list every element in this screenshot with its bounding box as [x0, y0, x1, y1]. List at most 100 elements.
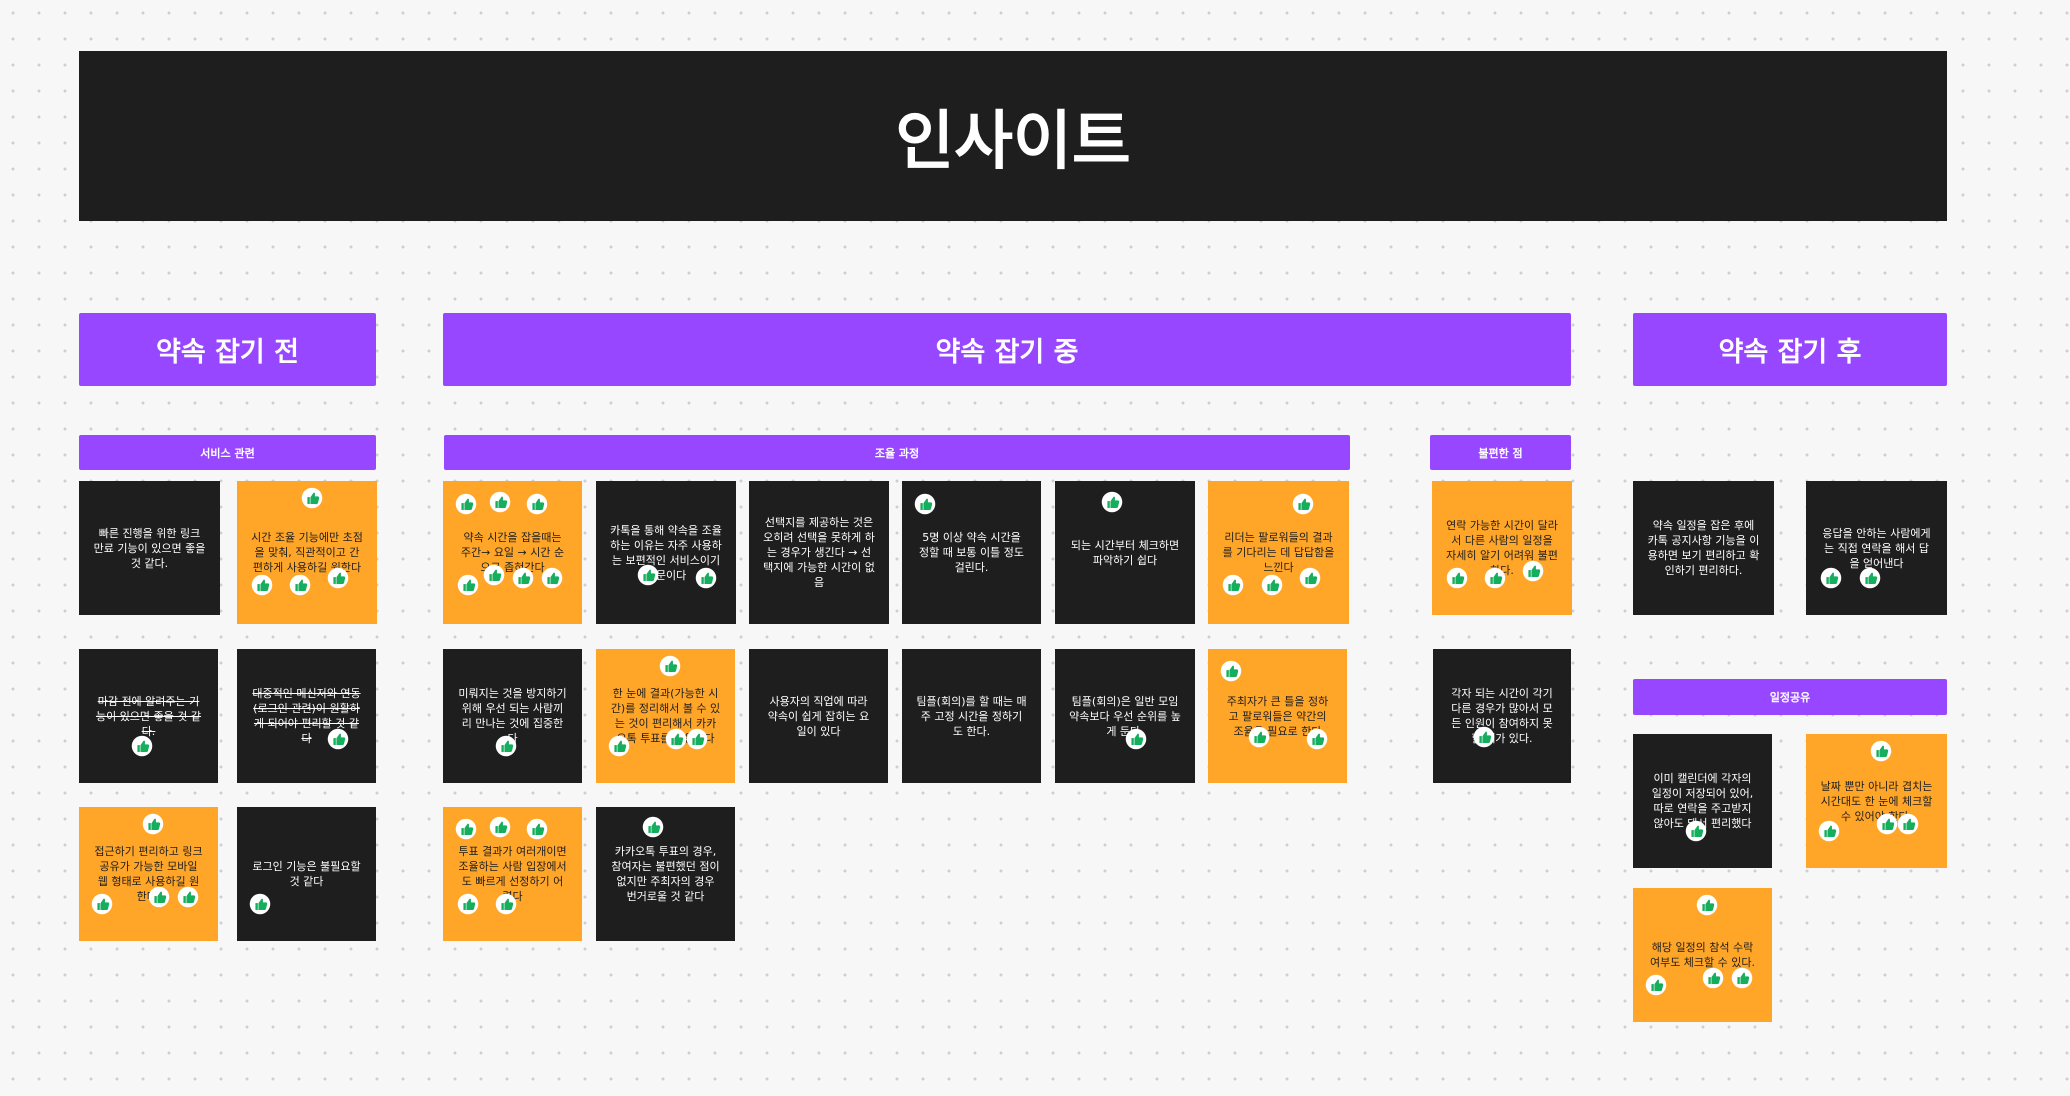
thumbs-up-icon[interactable] [327, 728, 349, 750]
thumbs-up-icon[interactable] [327, 567, 349, 589]
thumbs-up-icon[interactable] [483, 564, 505, 586]
sticky-note-text: 미뤄지는 것을 방지하기 위해 우선 되는 사람끼리 만나는 것에 집중한다 [458, 687, 567, 745]
sticky-note[interactable]: 카카오톡 투표의 경우, 참여자는 불편했던 점이 없지만 주최자의 경우 번거… [596, 807, 735, 941]
thumbs-up-icon[interactable] [249, 893, 271, 915]
page-title: 인사이트 [79, 51, 1947, 221]
thumbs-up-icon[interactable] [1473, 726, 1495, 748]
thumbs-up-icon[interactable] [1125, 728, 1147, 750]
sticky-note-text: 마감 전에 알려주는 기능이 있으면 좋을 것 같다. [95, 694, 202, 738]
sticky-note[interactable]: 빠른 진행을 위한 링크 만료 기능이 있으면 좋을 것 같다. [79, 481, 220, 615]
sticky-note[interactable]: 주최자가 큰 틀을 정하고 팔로워들은 약간의 조율을 필요로 한다 [1208, 649, 1347, 783]
thumbs-up-icon[interactable] [1820, 567, 1842, 589]
thumbs-up-icon[interactable] [1702, 967, 1724, 989]
thumbs-up-icon[interactable] [489, 816, 511, 838]
sticky-note-text: 빠른 진행을 위한 링크 만료 기능이 있으면 좋을 것 같다. [93, 526, 206, 570]
thumbs-up-icon[interactable] [914, 493, 936, 515]
thumbs-up-icon[interactable] [1220, 660, 1242, 682]
section-after: 약속 잡기 후 [1633, 313, 1947, 386]
sticky-note[interactable]: 팀플(회의)를 할 때는 매주 고정 시간을 정하기도 한다. [902, 649, 1041, 783]
thumbs-up-icon[interactable] [1731, 967, 1753, 989]
sticky-note-text: 대중적인 메신저와 연동(로그인 관련)이 원활하게 되어야 편리할 것 같다 [252, 687, 361, 745]
thumbs-up-icon[interactable] [251, 574, 273, 596]
thumbs-up-icon[interactable] [659, 655, 681, 677]
sticky-note[interactable]: 투표 결과가 여러개이면 조율하는 사람 입장에서도 빠르게 선정하기 어렵다 [443, 807, 582, 941]
thumbs-up-icon[interactable] [1292, 493, 1314, 515]
sticky-note[interactable]: 카톡을 통해 약속을 조율하는 이유는 자주 사용하는 보편적인 서비스이기 때… [596, 481, 736, 624]
thumbs-up-icon[interactable] [457, 893, 479, 915]
sticky-note[interactable]: 이미 캘린더에 각자의 일정이 저장되어 있어, 따로 연락을 주고받지 않아도… [1633, 734, 1772, 868]
sticky-note[interactable]: 해당 일정의 참석 수락 여부도 체크할 수 있다. [1633, 888, 1772, 1022]
thumbs-up-icon[interactable] [1897, 813, 1919, 835]
thumbs-up-icon[interactable] [289, 574, 311, 596]
thumbs-up-icon[interactable] [177, 886, 199, 908]
thumbs-up-icon[interactable] [1261, 574, 1283, 596]
sticky-note[interactable]: 5명 이상 약속 시간을 정할 때 보통 이틀 정도 걸린다. [902, 481, 1041, 624]
thumbs-up-icon[interactable] [665, 728, 687, 750]
thumbs-up-icon[interactable] [1522, 560, 1544, 582]
thumbs-up-icon[interactable] [1818, 820, 1840, 842]
sticky-note[interactable]: 로그인 기능은 불필요할 것 같다 [237, 807, 376, 941]
sticky-note-text: 투표 결과가 여러개이면 조율하는 사람 입장에서도 빠르게 선정하기 어렵다 [458, 845, 567, 903]
thumbs-up-icon[interactable] [608, 735, 630, 757]
sticky-note[interactable]: 각자 되는 시간이 각기 다른 경우가 많아서 모든 인원이 참여하지 못할 때… [1433, 649, 1571, 783]
thumbs-up-icon[interactable] [526, 818, 548, 840]
thumbs-up-icon[interactable] [1696, 894, 1718, 916]
thumbs-up-icon[interactable] [91, 893, 113, 915]
thumbs-up-icon[interactable] [1446, 567, 1468, 589]
thumbs-up-icon[interactable] [642, 816, 664, 838]
sticky-note[interactable]: 되는 시간부터 체크하면 파악하기 쉽다 [1055, 481, 1195, 624]
thumbs-up-icon[interactable] [1859, 567, 1881, 589]
thumbs-up-icon[interactable] [1101, 491, 1123, 513]
thumbs-up-icon[interactable] [637, 564, 659, 586]
sticky-note[interactable]: 응답을 안하는 사람에게는 직접 연락을 해서 답을 얻어낸다 [1806, 481, 1947, 615]
sticky-note[interactable]: 사용자의 직업에 따라 약속이 쉽게 잡히는 요일이 있다 [749, 649, 888, 783]
sticky-note[interactable]: 선택지를 제공하는 것은 오히려 선택을 못하게 하는 경우가 생긴다 → 선택… [749, 481, 889, 624]
thumbs-up-icon[interactable] [1299, 567, 1321, 589]
thumbs-up-icon[interactable] [489, 491, 511, 513]
sticky-note[interactable]: 날짜 뿐만 아니라 겹치는 시간대도 한 눈에 체크할 수 있어야 한다. [1806, 734, 1947, 868]
thumbs-up-icon[interactable] [1645, 974, 1667, 996]
section-during: 약속 잡기 중 [443, 313, 1571, 386]
sticky-note-text: 리더는 팔로워들의 결과를 기다리는 데 답답함을 느낀다 [1222, 531, 1335, 574]
thumbs-up-icon[interactable] [1870, 740, 1892, 762]
thumbs-up-icon[interactable] [301, 487, 323, 509]
thumbs-up-icon[interactable] [512, 567, 534, 589]
sticky-note[interactable]: 리더는 팔로워들의 결과를 기다리는 데 답답함을 느낀다 [1208, 481, 1349, 624]
sticky-note[interactable]: 한 눈에 결과(가능한 시간)를 정리해서 볼 수 있는 것이 편리해서 카카오… [596, 649, 735, 783]
sticky-note-text: 각자 되는 시간이 각기 다른 경우가 많아서 모든 인원이 참여하지 못할 때… [1451, 687, 1553, 745]
thumbs-up-icon[interactable] [495, 893, 517, 915]
thumbs-up-icon[interactable] [1306, 728, 1328, 750]
thumbs-up-icon[interactable] [131, 735, 153, 757]
thumbs-up-icon[interactable] [1222, 574, 1244, 596]
thumbs-up-icon[interactable] [1248, 726, 1270, 748]
sticky-note[interactable]: 접근하기 편리하고 링크 공유가 가능한 모바일 웹 형태로 사용하길 원한다. [79, 807, 218, 941]
sticky-note-text: 약속 일정을 잡은 후에 카톡 공지사항 기능을 이용하면 보기 편리하고 확인… [1647, 519, 1760, 577]
sticky-note-text: 연락 가능한 시간이 달라서 다른 사람의 일정을 자세히 알기 어려워 불편하… [1446, 519, 1558, 577]
sticky-note[interactable]: 대중적인 메신저와 연동(로그인 관련)이 원활하게 되어야 편리할 것 같다 [237, 649, 376, 783]
thumbs-up-icon[interactable] [148, 886, 170, 908]
sticky-note[interactable]: 약속 일정을 잡은 후에 카톡 공지사항 기능을 이용하면 보기 편리하고 확인… [1633, 481, 1774, 615]
thumbs-up-icon[interactable] [526, 493, 548, 515]
sticky-note[interactable]: 시간 조율 기능에만 초점을 맞춰, 직관적이고 간편하게 사용하길 원한다 [237, 481, 377, 624]
sticky-note[interactable]: 연락 가능한 시간이 달라서 다른 사람의 일정을 자세히 알기 어려워 불편하… [1432, 481, 1572, 615]
sticky-note[interactable]: 약속 시간을 잡을때는 주간→ 요일 → 시간 순으로 좁혀간다 [443, 481, 582, 624]
thumbs-up-icon[interactable] [695, 567, 717, 589]
thumbs-up-icon[interactable] [1685, 820, 1707, 842]
thumbs-up-icon[interactable] [495, 735, 517, 757]
sticky-note[interactable]: 마감 전에 알려주는 기능이 있으면 좋을 것 같다. [79, 649, 218, 783]
sticky-note[interactable]: 미뤄지는 것을 방지하기 위해 우선 되는 사람끼리 만나는 것에 집중한다 [443, 649, 582, 783]
sticky-note-text: 선택지를 제공하는 것은 오히려 선택을 못하게 하는 경우가 생긴다 → 선택… [763, 516, 875, 589]
thumbs-up-icon[interactable] [1876, 813, 1898, 835]
thumbs-up-icon[interactable] [457, 574, 479, 596]
thumbs-up-icon[interactable] [1484, 567, 1506, 589]
sticky-note-text: 날짜 뿐만 아니라 겹치는 시간대도 한 눈에 체크할 수 있어야 한다. [1820, 779, 1933, 823]
thumbs-up-icon[interactable] [142, 813, 164, 835]
sticky-note-text: 해당 일정의 참석 수락 여부도 체크할 수 있다. [1649, 941, 1756, 969]
sticky-note[interactable]: 팀플(회의)은 일반 모임 약속보다 우선 순위를 높게 둔다. [1055, 649, 1195, 783]
thumbs-up-icon[interactable] [541, 567, 563, 589]
sticky-note-text: 접근하기 편리하고 링크 공유가 가능한 모바일 웹 형태로 사용하길 원한다. [94, 845, 203, 903]
sticky-note-text: 5명 이상 약속 시간을 정할 때 보통 이틀 정도 걸린다. [918, 531, 1025, 574]
thumbs-up-icon[interactable] [455, 818, 477, 840]
thumbs-up-icon[interactable] [686, 728, 708, 750]
thumbs-up-icon[interactable] [455, 493, 477, 515]
